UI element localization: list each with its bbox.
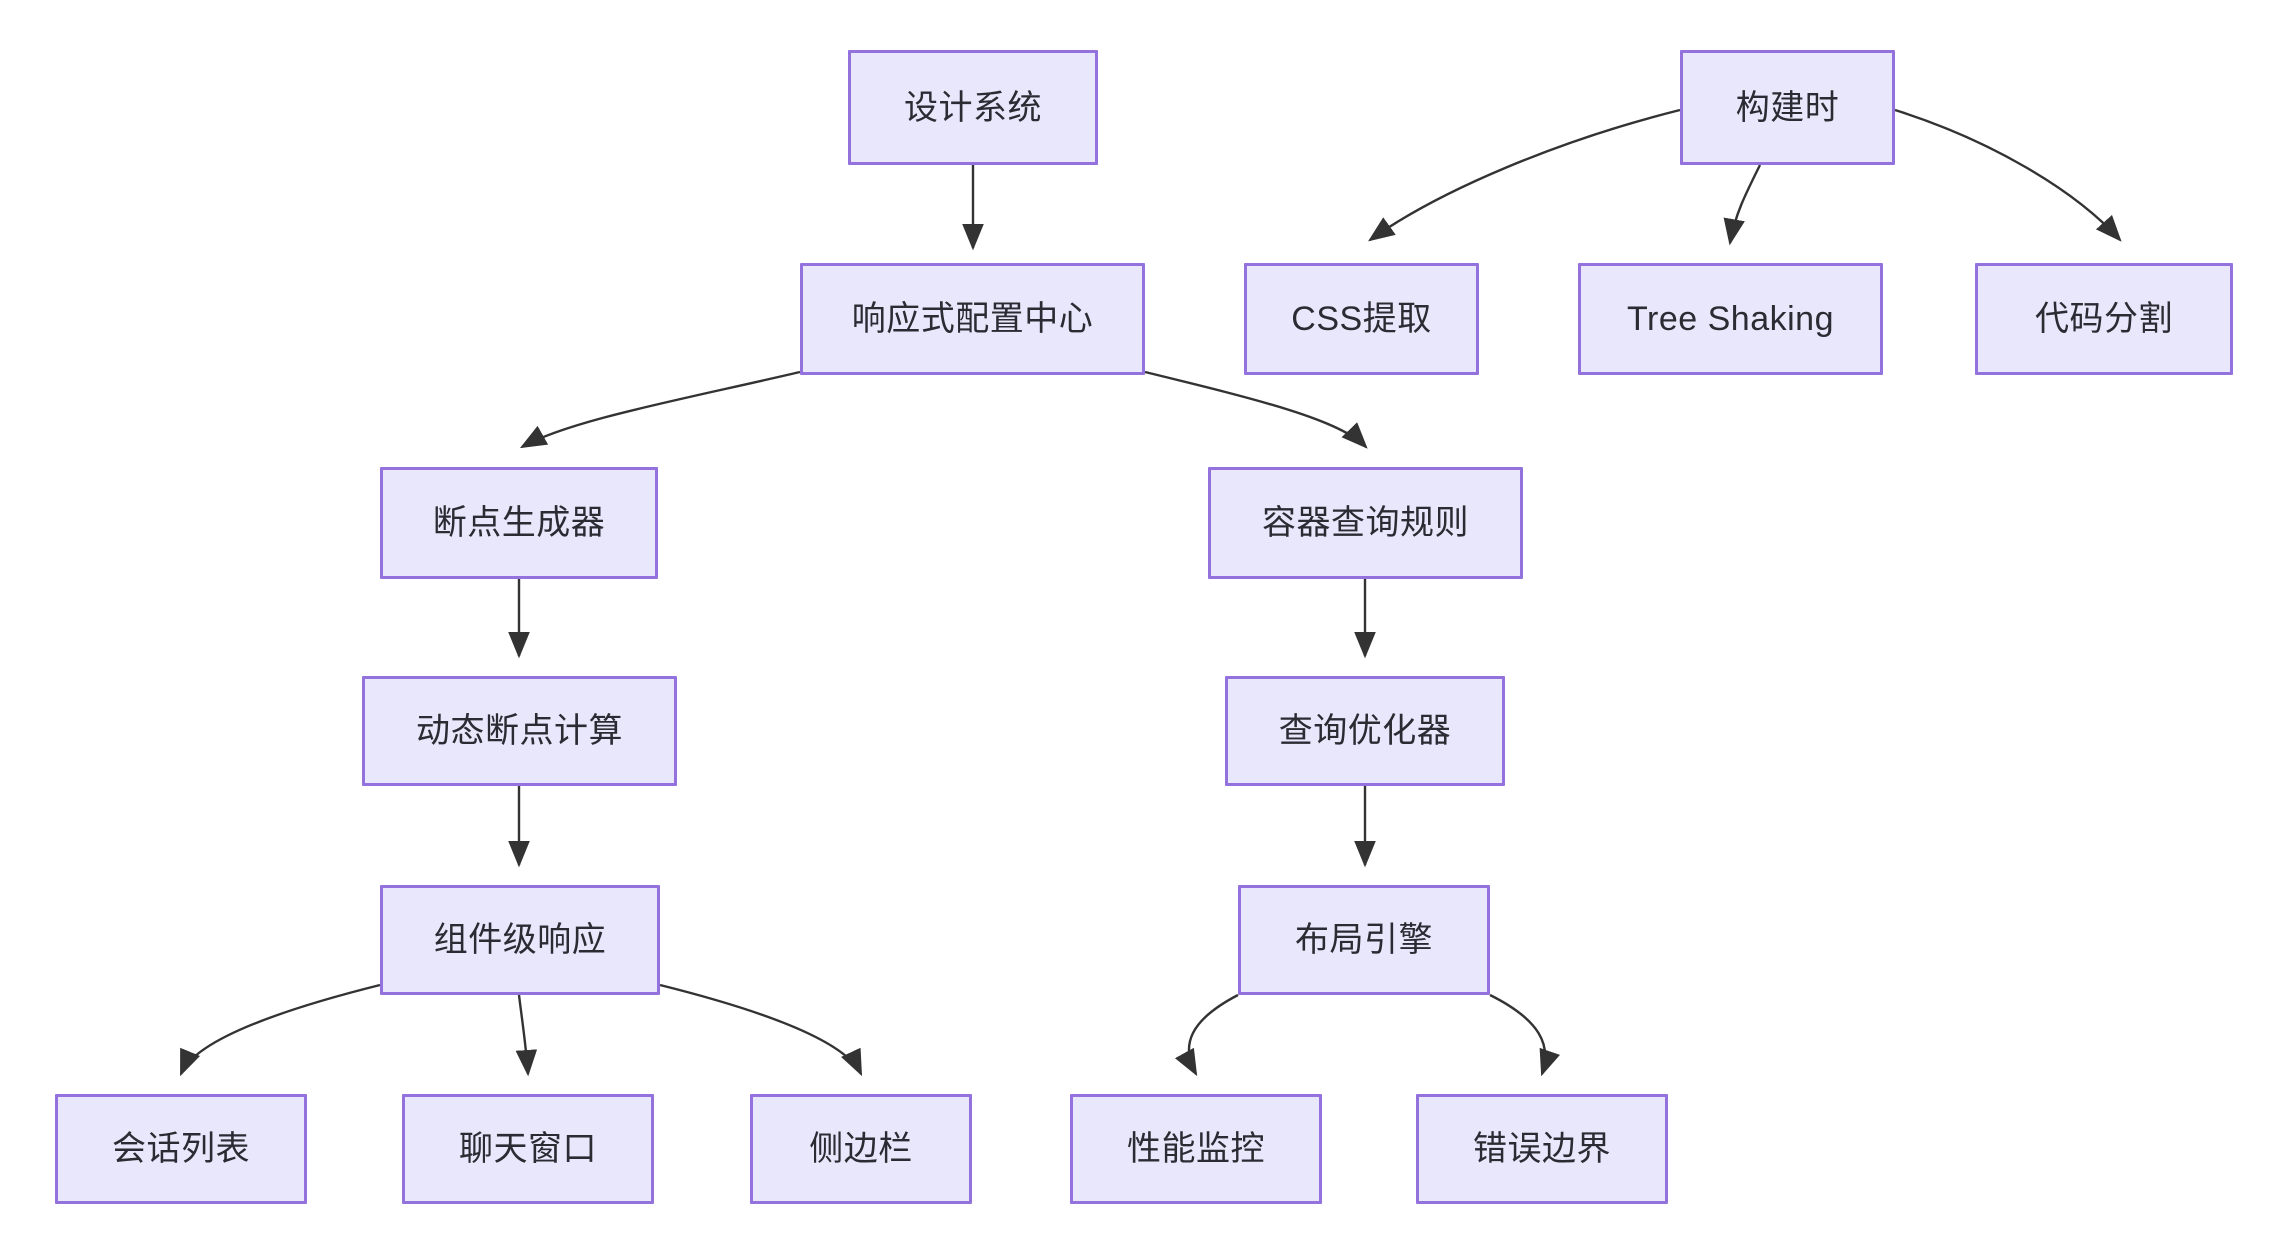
node-label: 设计系统 (904, 88, 1042, 127)
node-label: Tree Shaking (1627, 300, 1834, 338)
edge-build-time-to-tree-shaking (1723, 164, 1762, 246)
node-layout-engine[interactable]: 布局引擎 (1238, 885, 1490, 995)
node-session-list[interactable]: 会话列表 (55, 1094, 307, 1204)
edge-layout-engine-to-error-boundary (1489, 993, 1561, 1077)
node-code-splitting[interactable]: 代码分割 (1975, 263, 2233, 375)
node-tree-shaking[interactable]: Tree Shaking (1578, 263, 1883, 375)
node-label: 响应式配置中心 (851, 300, 1094, 338)
edge-responsive-config-to-container-query-rules (1144, 370, 1368, 449)
node-label: 容器查询规则 (1262, 504, 1469, 542)
node-label: 代码分割 (2035, 300, 2173, 338)
edge-build-time-to-code-splitting (1894, 108, 2122, 242)
edge-responsive-config-to-breakpoint-generator (519, 370, 801, 449)
node-label: CSS提取 (1291, 300, 1432, 338)
node-error-boundary[interactable]: 错误边界 (1416, 1094, 1668, 1204)
node-css-extraction[interactable]: CSS提取 (1244, 263, 1479, 375)
node-label: 侧边栏 (809, 1130, 913, 1168)
node-label: 性能监控 (1127, 1130, 1265, 1168)
node-label: 组件级响应 (433, 921, 607, 959)
node-label: 聊天窗口 (459, 1130, 597, 1168)
node-label: 动态断点计算 (416, 712, 623, 750)
node-chat-window[interactable]: 聊天窗口 (402, 1094, 654, 1204)
node-dynamic-breakpoint[interactable]: 动态断点计算 (362, 676, 677, 786)
node-component-response[interactable]: 组件级响应 (380, 885, 660, 995)
edge-component-response-to-sidebar (659, 983, 863, 1077)
node-breakpoint-generator[interactable]: 断点生成器 (380, 467, 658, 579)
node-label: 会话列表 (112, 1130, 250, 1168)
edge-component-response-to-session-list (179, 983, 381, 1077)
node-container-query-rules[interactable]: 容器查询规则 (1208, 467, 1523, 579)
node-label: 查询优化器 (1278, 712, 1452, 750)
node-label: 布局引擎 (1295, 921, 1433, 959)
node-responsive-config[interactable]: 响应式配置中心 (800, 263, 1145, 375)
node-query-optimizer[interactable]: 查询优化器 (1225, 676, 1505, 786)
edge-build-time-to-css-extraction (1368, 108, 1681, 242)
node-label: 构建时 (1735, 88, 1840, 127)
node-design-system[interactable]: 设计系统 (848, 50, 1098, 165)
edge-component-response-to-chat-window (515, 994, 538, 1077)
node-build-time[interactable]: 构建时 (1680, 50, 1895, 165)
edge-layout-engine-to-performance-monitor (1174, 993, 1239, 1077)
node-sidebar[interactable]: 侧边栏 (750, 1094, 972, 1204)
node-label: 断点生成器 (432, 504, 606, 542)
node-performance-monitor[interactable]: 性能监控 (1070, 1094, 1322, 1204)
node-label: 错误边界 (1473, 1130, 1611, 1168)
